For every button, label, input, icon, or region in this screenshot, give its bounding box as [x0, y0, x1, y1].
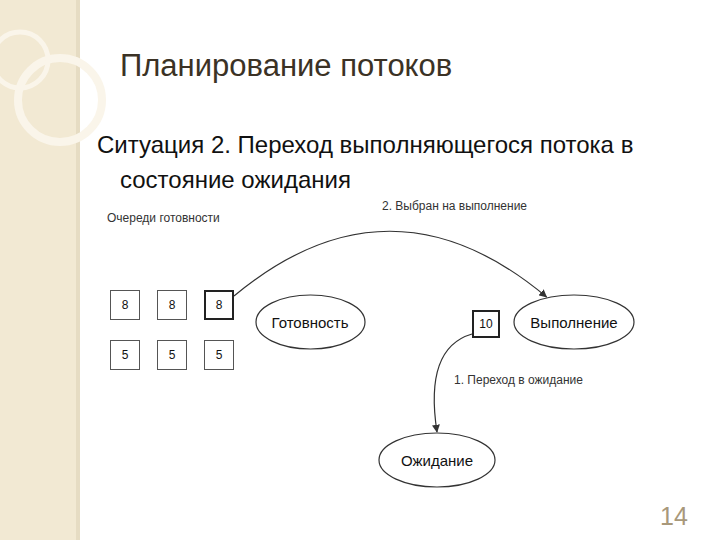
thread-priority: 5 — [122, 348, 129, 362]
ellipse-shape — [514, 295, 634, 349]
side-band-edge — [76, 0, 80, 540]
ellipse-shape — [379, 433, 495, 487]
thread-box: 8 — [204, 290, 234, 320]
thread-box: 5 — [204, 340, 234, 370]
state-ellipse: Ожидание — [378, 432, 496, 488]
thread-priority: 5 — [216, 348, 223, 362]
state-name: Ожидание — [401, 452, 473, 469]
transition-label: 2. Выбран на выполнение — [380, 198, 529, 214]
ellipse-shape — [256, 295, 365, 349]
thread-box: 10 — [472, 310, 500, 338]
thread-box: 8 — [110, 290, 140, 320]
thread-box: 5 — [110, 340, 140, 370]
thread-priority: 8 — [216, 298, 223, 312]
state-name: Выполнение — [530, 314, 617, 331]
transition-label: 1. Переход в ожидание — [452, 372, 585, 388]
slide-subtitle: Ситуация 2. Переход выполняющегося поток… — [97, 128, 640, 198]
thread-priority: 5 — [169, 348, 176, 362]
slide-title: Планирование потоков — [120, 48, 452, 84]
deco-circle — [0, 32, 48, 88]
thread-box: 5 — [157, 340, 187, 370]
thread-priority: 8 — [169, 298, 176, 312]
thread-priority: 10 — [479, 317, 492, 331]
state-name: Готовность — [272, 314, 349, 331]
queue-caption: Очереди готовности — [107, 210, 307, 227]
deco-circle — [18, 58, 102, 142]
state-ellipse: Выполнение — [513, 294, 635, 350]
page-number: 14 — [660, 498, 710, 534]
transition-arrow — [234, 231, 547, 297]
state-ellipse: Готовность — [255, 294, 366, 350]
thread-priority: 8 — [122, 298, 129, 312]
thread-box: 8 — [157, 290, 187, 320]
